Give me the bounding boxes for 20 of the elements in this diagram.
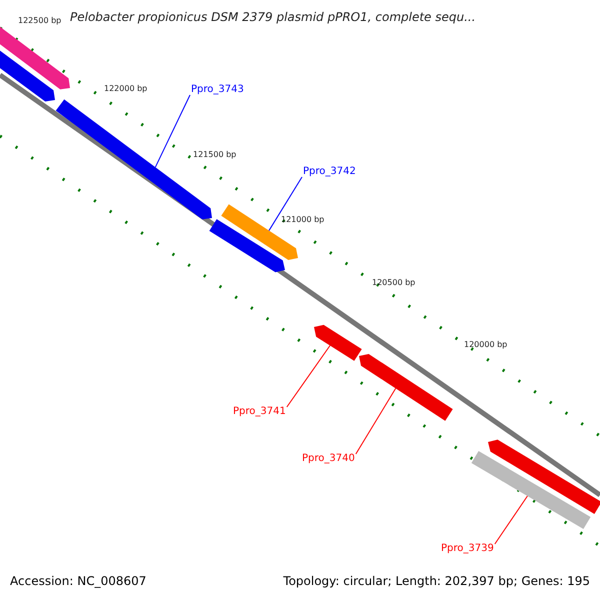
scale-label: 120500 bp [372, 278, 416, 287]
gene-label: Ppro_3743 [191, 84, 244, 95]
gene-label: Ppro_3740 [302, 453, 355, 464]
leader-line [268, 176, 302, 232]
gene-feature-block [359, 354, 453, 421]
gene-label: Ppro_3739 [441, 543, 494, 554]
leader-line [494, 496, 528, 544]
leader-line [355, 388, 396, 454]
title: Pelobacter propionicus DSM 2379 plasmid pPRO1, complete sequ... [70, 10, 476, 24]
gene-feature-block [471, 451, 591, 529]
scale-label: 121000 bp [281, 215, 324, 224]
footer-text: Topology: circular; Length: 202,397 bp; Genes: 195 [283, 574, 590, 588]
scale-label: 122500 bp [18, 16, 62, 25]
gene-label: Ppro_3741 [233, 406, 286, 417]
leader-line [154, 94, 190, 168]
scale-label: 121500 bp [193, 150, 236, 159]
leader-line [286, 345, 331, 408]
footer-text: Accession: NC_008607 [10, 574, 146, 588]
gene-label: Ppro_3742 [303, 166, 356, 177]
gene-feature-block [314, 324, 362, 361]
